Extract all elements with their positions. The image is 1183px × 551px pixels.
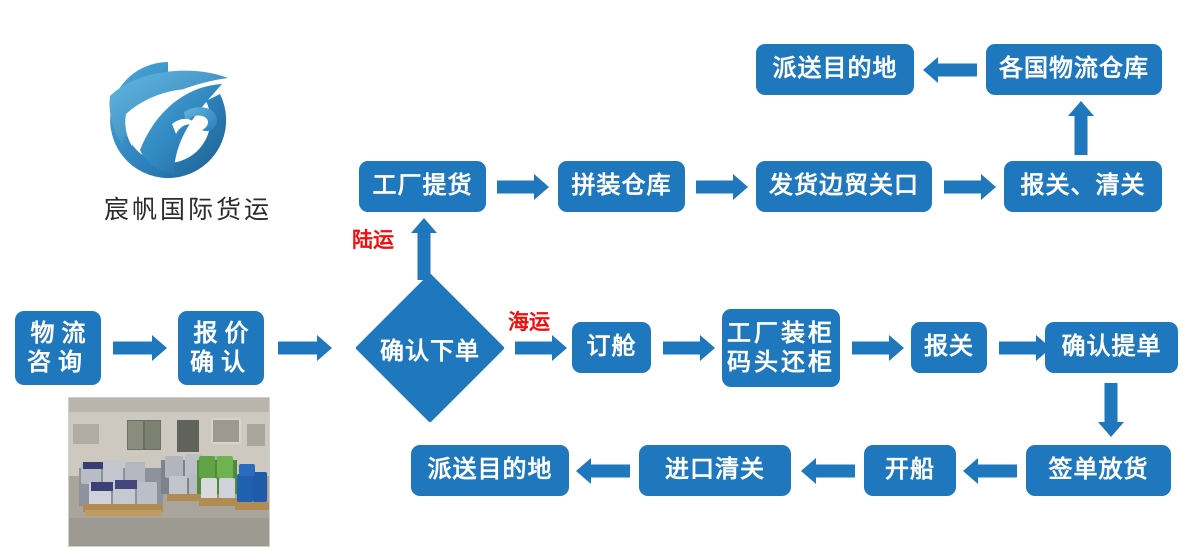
arrow-consolidation-to-border-port — [696, 174, 748, 200]
arrow-confirm-order-to-booking — [515, 335, 567, 361]
arrow-customs-to-country-warehouses — [1068, 101, 1094, 155]
arrow-vessel-departure-to-import-clearance — [801, 458, 855, 484]
arrow-factory-loading-to-customs-declare — [852, 335, 904, 361]
node-border-trade-port[interactable]: 发货边贸关口 — [756, 161, 932, 212]
node-confirm-order-label: 确认下单 — [380, 337, 480, 365]
node-release-cargo[interactable]: 签单放货 — [1026, 445, 1171, 496]
node-customs-declare-clear[interactable]: 报关、清关 — [1004, 161, 1162, 212]
node-vessel-departure[interactable]: 开船 — [864, 445, 956, 496]
node-booking[interactable]: 订舱 — [572, 322, 651, 373]
node-factory-loading[interactable]: 工厂装柜 码头还柜 — [722, 309, 840, 387]
arrow-confirm-order-to-factory-pickup — [411, 218, 437, 280]
mode-label-sea: 海运 — [508, 311, 550, 334]
arrow-country-warehouses-to-delivery-top — [923, 57, 977, 83]
arrow-customs-declare-to-confirm-bl — [999, 335, 1051, 361]
node-factory-pickup[interactable]: 工厂提货 — [359, 161, 486, 212]
arrow-release-cargo-to-vessel-departure — [963, 458, 1017, 484]
arrow-consult-to-quote — [113, 335, 167, 361]
arrow-confirm-bl-to-release-cargo — [1098, 383, 1124, 437]
node-confirm-order[interactable]: 确认下单 — [355, 273, 505, 423]
node-quote[interactable]: 报价 确认 — [178, 311, 264, 385]
node-consult[interactable]: 物流 咨询 — [15, 311, 101, 385]
mode-label-land: 陆运 — [352, 229, 394, 252]
arrow-border-port-to-customs — [944, 174, 996, 200]
arrow-factory-pickup-to-consolidation — [497, 174, 549, 200]
company-name: 宸帆国际货运 — [103, 195, 272, 224]
node-delivery-destination-bottom[interactable]: 派送目的地 — [411, 445, 569, 496]
node-consolidation-warehouse[interactable]: 拼装仓库 — [558, 161, 685, 212]
arrow-booking-to-factory-loading — [663, 335, 715, 361]
arrow-quote-to-confirm-order — [278, 335, 332, 361]
node-delivery-destination-top[interactable]: 派送目的地 — [756, 44, 914, 95]
node-customs-declare[interactable]: 报关 — [911, 322, 987, 373]
swoosh-circle-logo-icon — [88, 52, 248, 187]
node-country-warehouses[interactable]: 各国物流仓库 — [986, 44, 1162, 95]
node-confirm-bl[interactable]: 确认提单 — [1045, 322, 1178, 373]
arrow-import-clearance-to-delivery-bottom — [576, 458, 630, 484]
warehouse-pallets-photo — [68, 397, 270, 547]
company-logo: 宸帆国际货运 — [68, 52, 308, 242]
node-import-clearance[interactable]: 进口清关 — [639, 445, 791, 496]
